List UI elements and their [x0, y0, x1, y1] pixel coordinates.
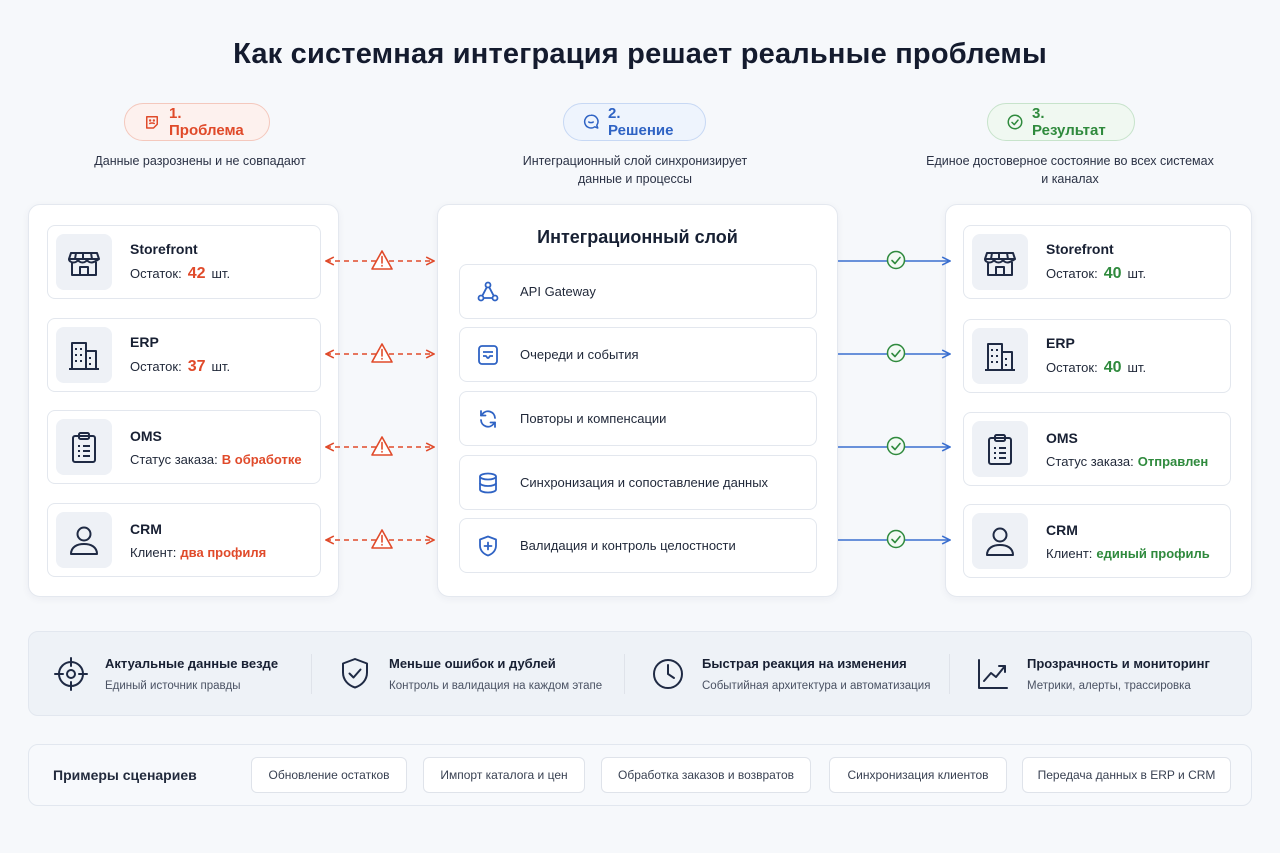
shield-plus-icon [479, 535, 497, 556]
result-connector-storefront [838, 250, 950, 270]
benefit-fewer-errors: Меньше ошибок и дублей Контроль и валида… [335, 632, 602, 716]
problem-label: 1. Проблема [169, 105, 244, 139]
benefit-monitoring: Прозрачность и мониторинг Метрики, алерт… [973, 632, 1210, 716]
page-title: Как системная интеграция решает реальные… [233, 38, 1047, 70]
check-circle-icon [1007, 114, 1023, 130]
problem-connector-crm [326, 529, 434, 549]
problem-subtitle: Данные разрознены и не совпадают [94, 154, 306, 168]
result-label: 3. Результат [1032, 105, 1106, 139]
target-icon [54, 657, 88, 691]
problem-card-oms: OMS Статус заказа:В обработке [47, 410, 321, 484]
problem-card-crm: CRM Клиент:два профиля [47, 503, 321, 577]
result-card-oms: OMS Статус заказа:Отправлен [963, 412, 1231, 486]
problem-connectors [326, 250, 434, 549]
clock-icon [653, 659, 683, 689]
result-connector-oms [838, 436, 950, 456]
scenario-chip[interactable]: Импорт каталога и цен [423, 757, 585, 793]
scenario-chip[interactable]: Обработка заказов и возвратов [601, 757, 811, 793]
result-card-crm: CRM Клиент:единый профиль [963, 504, 1231, 578]
result-subtitle: Единое достоверное состояние во всех сис… [926, 154, 1214, 186]
result-connector-crm [838, 529, 950, 549]
benefit-divider [311, 654, 312, 694]
layer-item-retries: Повторы и компенсации [459, 391, 817, 446]
result-pill: 3. Результат [987, 103, 1135, 141]
integration-layer-panel: Интеграционный слой API Gateway Очереди … [437, 204, 838, 597]
solution-subtitle: Интеграционный слой синхронизирует данны… [522, 154, 748, 186]
result-connectors [838, 250, 950, 549]
api-gateway-icon [477, 281, 499, 301]
solution-pill: 2. Решение [563, 103, 706, 141]
retry-icon [480, 409, 496, 428]
problem-connector-oms [326, 436, 434, 456]
integration-layer-title: Интеграционный слой [537, 227, 738, 247]
solution-label: 2. Решение [608, 105, 674, 139]
alert-face-icon [146, 116, 158, 129]
chart-line-icon [978, 659, 1008, 689]
layer-item-validation: Валидация и контроль целостности [459, 518, 817, 573]
problem-connector-storefront [326, 250, 434, 270]
problem-connector-erp [326, 343, 434, 363]
user-icon [70, 526, 98, 555]
problem-pill: 1. Проблема [124, 103, 270, 141]
layer-item-api-gateway: API Gateway [459, 264, 817, 319]
chat-icon [583, 114, 599, 129]
layer-item-queues: Очереди и события [459, 327, 817, 382]
database-icon [479, 472, 497, 493]
benefits-strip: Актуальные данные везде Единый источник … [28, 631, 1252, 716]
scenario-chip[interactable]: Синхронизация клиентов [829, 757, 1007, 793]
clipboard-icon [988, 434, 1012, 465]
benefit-divider [624, 654, 625, 694]
scenario-chip[interactable]: Обновление остатков [251, 757, 407, 793]
clipboard-icon [72, 432, 96, 463]
scenarios-label: Примеры сценариев [53, 767, 197, 783]
building-icon [985, 343, 1015, 371]
scenarios-strip: Примеры сценариев Обновление остатков Им… [28, 744, 1252, 806]
scenario-chip[interactable]: Передача данных в ERP и CRM [1022, 757, 1231, 793]
storefront-icon [984, 252, 1016, 276]
shield-check-icon [342, 658, 368, 689]
building-icon [69, 342, 99, 370]
benefit-fast-reaction: Быстрая реакция на изменения Событийная … [648, 632, 930, 716]
result-connector-erp [838, 343, 950, 363]
user-icon [986, 527, 1014, 556]
layer-item-sync: Синхронизация и сопоставление данных [459, 455, 817, 510]
storefront-icon [68, 252, 100, 276]
benefit-actual-data: Актуальные данные везде Единый источник … [51, 632, 278, 716]
queue-icon [478, 344, 498, 365]
benefit-divider [949, 654, 950, 694]
